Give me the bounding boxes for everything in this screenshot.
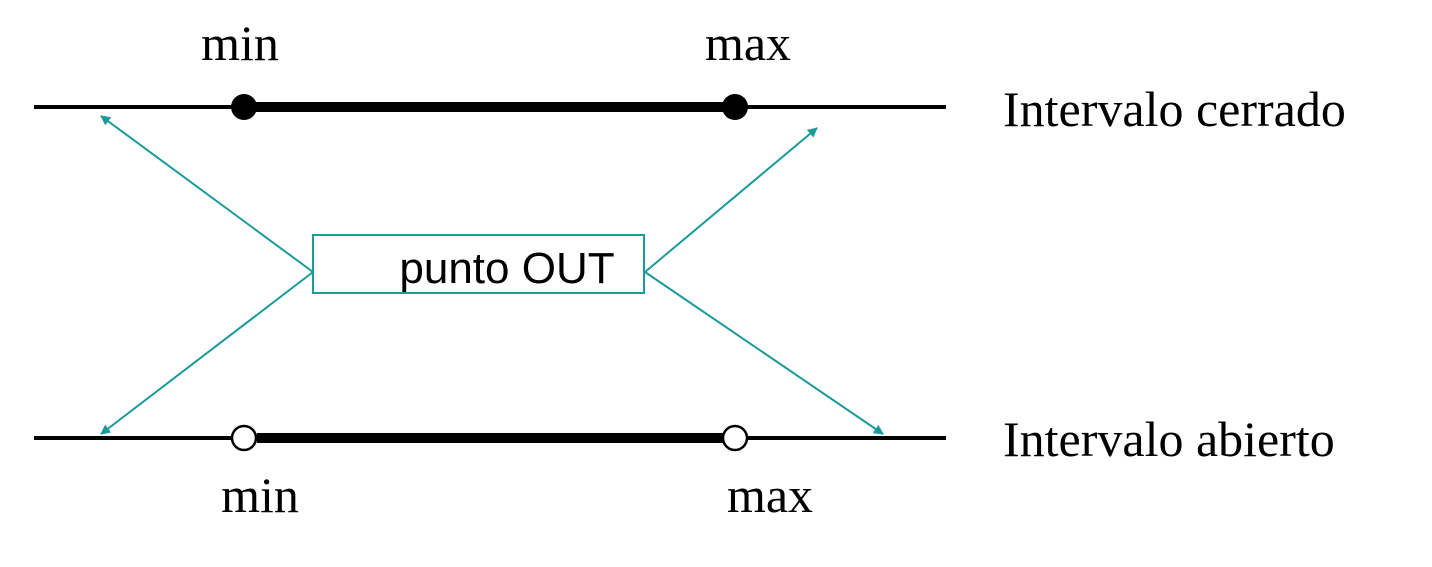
closed-min-endpoint (231, 94, 257, 120)
arrow-to-closed-left (100, 115, 314, 273)
open-interval-label: Intervalo abierto (1003, 411, 1335, 467)
closed-min-label: min (201, 15, 279, 71)
out-point-box: punto OUT (312, 234, 645, 294)
closed-max-label: max (705, 15, 791, 71)
out-point-arrows (100, 115, 884, 435)
arrow-to-open-left (100, 271, 314, 435)
arrow-to-closed-right (644, 127, 818, 273)
open-interval: min max Intervalo abierto (34, 411, 1335, 523)
closed-interval-label: Intervalo cerrado (1003, 81, 1346, 137)
open-min-endpoint (230, 424, 258, 452)
open-max-label: max (727, 467, 813, 523)
arrow-to-open-right (644, 271, 884, 435)
out-point-label: punto OUT (399, 244, 614, 293)
closed-interval: min max Intervalo cerrado (34, 15, 1346, 137)
out-point-frame (312, 234, 645, 294)
open-max-endpoint (721, 424, 749, 452)
closed-max-endpoint (722, 94, 748, 120)
open-min-label: min (221, 467, 299, 523)
